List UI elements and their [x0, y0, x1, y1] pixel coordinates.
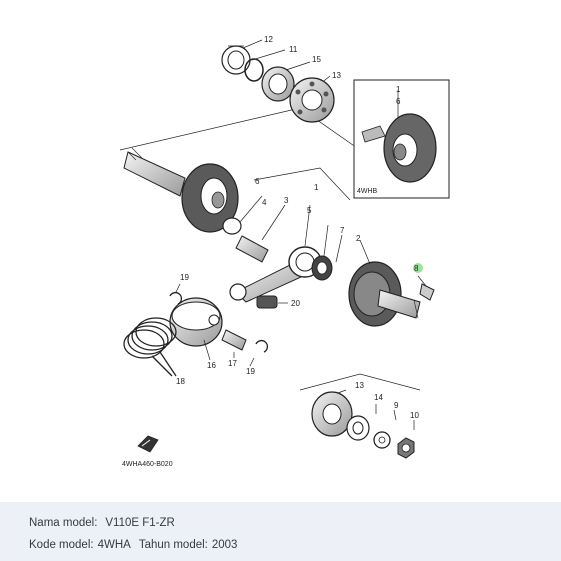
crank-pin-3 — [222, 195, 286, 263]
label-2: 2 — [356, 234, 361, 243]
small-bearing-20 — [256, 295, 288, 309]
label-15: 15 — [312, 55, 321, 64]
seal-14 — [346, 415, 370, 441]
clip-19-right — [249, 340, 268, 367]
parts-diagram: 12 11 15 13 1 6 4WHB 6 1 3 4 5 7 2 8 19 … — [119, 35, 450, 468]
label-19-right: 19 — [246, 367, 255, 376]
label-10: 10 — [410, 411, 419, 420]
crank-right-half — [348, 239, 421, 327]
label-3: 3 — [284, 196, 289, 205]
woodruff-key-8 — [413, 263, 435, 301]
label-20: 20 — [291, 299, 300, 308]
year-value: 2003 — [211, 539, 238, 551]
clip-19-left — [169, 283, 182, 305]
model-code-label: Kode model: — [29, 539, 94, 551]
drawing-code: 4WHA460-B020 — [122, 461, 173, 468]
circlip-11 — [244, 58, 264, 82]
year-label: Tahun model: — [138, 539, 208, 551]
washer-9 — [373, 431, 391, 449]
label-6-inset: 6 — [396, 97, 401, 106]
label-18: 18 — [176, 377, 185, 386]
label-1-inset: 1 — [396, 85, 401, 94]
label-11: 11 — [289, 45, 298, 54]
front-arrow-icon — [137, 435, 159, 453]
piston-16 — [169, 297, 223, 361]
piston-pin-17 — [221, 329, 247, 358]
label-1: 1 — [314, 183, 319, 192]
model-name-row: Nama model: V110E F1-ZR — [29, 512, 561, 534]
bearing-13-top — [289, 77, 335, 123]
model-name-label: Nama model: — [29, 517, 98, 529]
label-16: 16 — [207, 361, 216, 370]
model-name-value: V110E F1-ZR — [105, 517, 175, 529]
label-13-bottom: 13 — [355, 381, 364, 390]
label-8: 8 — [414, 264, 419, 273]
seal-12 — [221, 45, 251, 75]
label-4: 4 — [262, 198, 267, 207]
model-code-value: 4WHA — [97, 539, 131, 551]
exploded-view-drawing: 12 11 15 13 1 6 4WHB 6 1 3 4 5 7 2 8 19 … — [119, 35, 450, 468]
model-info-panel: Nama model: V110E F1-ZR Kode model:4WHA Ta… — [0, 502, 561, 561]
needle-bearing — [311, 224, 343, 281]
crank-left-half — [123, 147, 239, 233]
label-6: 6 — [255, 177, 260, 186]
part-number-labels: 12 11 15 13 1 6 4WHB 6 1 3 4 5 7 2 8 19 … — [122, 35, 419, 468]
label-14: 14 — [374, 393, 383, 402]
label-7: 7 — [340, 226, 345, 235]
label-19-left: 19 — [180, 273, 189, 282]
inset-code: 4WHB — [357, 188, 378, 195]
label-13-top: 13 — [332, 71, 341, 80]
piston-rings-18 — [123, 317, 177, 377]
label-12: 12 — [264, 35, 273, 44]
nut-10 — [397, 437, 415, 459]
label-9: 9 — [394, 401, 399, 410]
inset-box — [353, 79, 450, 199]
label-17: 17 — [228, 359, 237, 368]
bearing-13-bottom — [311, 391, 353, 437]
bearing-15 — [261, 66, 295, 102]
model-code-row: Kode model:4WHA Tahun model:2003 — [29, 534, 561, 556]
label-5: 5 — [307, 206, 312, 215]
